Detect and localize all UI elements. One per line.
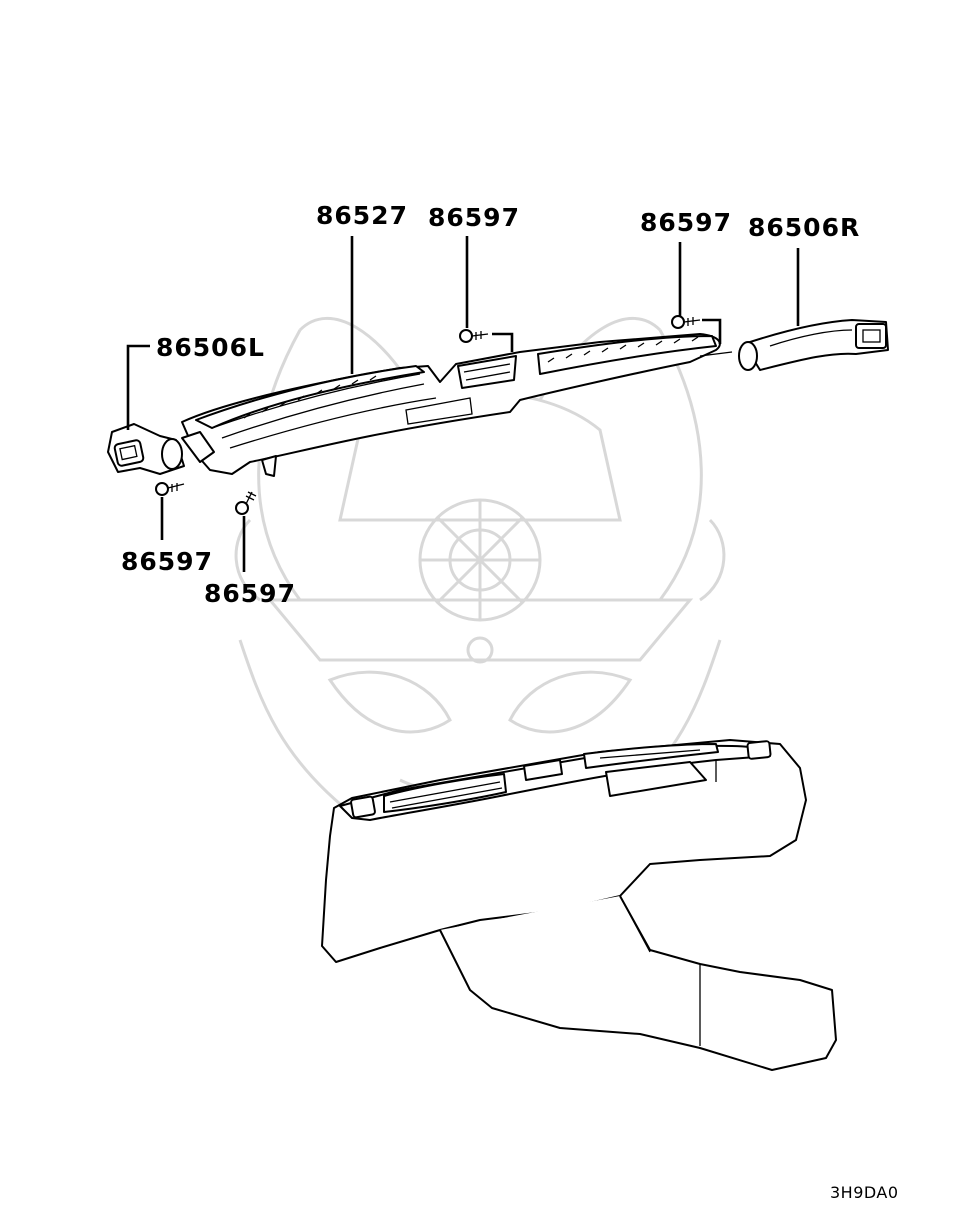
screw-right-label: 86597: [640, 208, 732, 237]
right-nozzle-label: 86506R: [748, 213, 860, 242]
center-duct-drawing: [181, 333, 733, 477]
screw-icon: [671, 315, 701, 329]
left-nozzle-label: 86506L: [156, 333, 265, 362]
center-duct-label: 86527: [316, 201, 408, 230]
left-vent-nozzle-drawing: [107, 423, 185, 475]
screw-lower-mid-label: 86597: [204, 579, 296, 608]
diagram-code: 3H9DA0: [830, 1183, 899, 1202]
screw-icon: [155, 482, 185, 496]
screw-center-label: 86597: [428, 203, 520, 232]
screw-icon: [459, 329, 489, 343]
right-vent-nozzle-drawing: [738, 319, 889, 371]
dashboard-context-drawing: [321, 739, 837, 1071]
screw-lower-left-label: 86597: [121, 547, 213, 576]
screw-icon: [235, 491, 257, 515]
leader-lines: [126, 236, 800, 572]
